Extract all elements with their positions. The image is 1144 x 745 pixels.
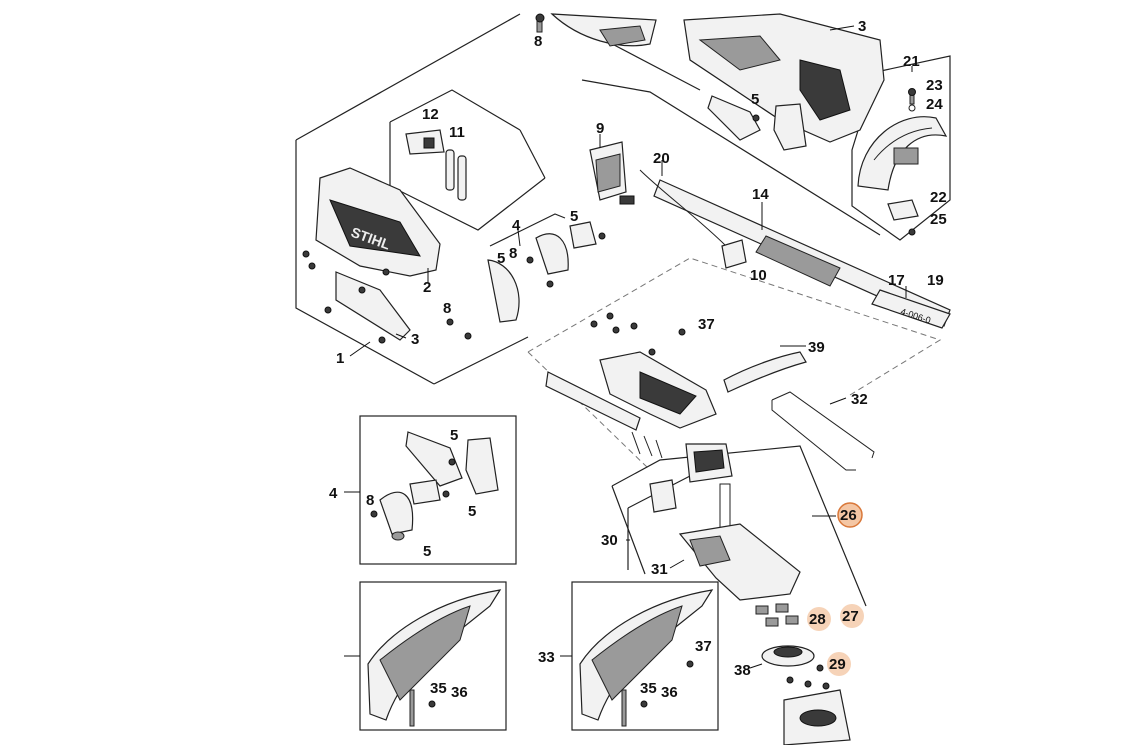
- screw-set-left: [302, 250, 534, 344]
- screws-part-29: [786, 664, 830, 690]
- clip-part-5a: [707, 95, 807, 151]
- callout-31: 31: [651, 561, 668, 578]
- bow-handle-part-39: [723, 351, 807, 393]
- callout-22: 22: [930, 189, 947, 206]
- spring-part-11: [445, 149, 467, 201]
- callout-39: 39: [808, 339, 825, 356]
- guard-part-33: [579, 589, 714, 727]
- callout-23: 23: [926, 77, 943, 94]
- callout-24: 24: [926, 96, 943, 113]
- callout-4a: 4: [512, 217, 521, 234]
- callout-30: 30: [601, 532, 618, 549]
- callout-8d: 8: [366, 492, 374, 509]
- connector-part-10: [721, 239, 747, 269]
- callout-10: 10: [750, 267, 767, 284]
- top-cover-part: [550, 13, 657, 47]
- callout-5d: 5: [450, 427, 458, 444]
- highlight-marker-28: [807, 607, 831, 631]
- gearhead-assembly-26: [649, 443, 801, 601]
- callout-5a: 5: [751, 91, 759, 108]
- callout-37a: 37: [698, 316, 715, 333]
- motor-housing-part-2: STIHL: [315, 167, 441, 277]
- clamp-part-22: [887, 199, 919, 221]
- callout-1: 1: [336, 350, 344, 367]
- callout-21: 21: [903, 53, 920, 70]
- frame-items-21-25: [851, 55, 951, 241]
- callout-5c: 5: [497, 250, 505, 267]
- callout-36b: 36: [661, 684, 678, 701]
- callout-12: 12: [422, 106, 439, 123]
- callout-17: 17: [888, 272, 905, 289]
- frame-item-4-detail: [359, 415, 517, 565]
- highlight-marker-27: [840, 604, 864, 628]
- callout-35b: 35: [640, 680, 657, 697]
- callout-8b: 8: [509, 245, 517, 262]
- highlight-marker-26: [837, 502, 863, 528]
- cover-part-3b: [335, 271, 411, 341]
- callout-5b: 5: [570, 208, 578, 225]
- guard-part-left: [367, 589, 502, 727]
- callout-36a: 36: [451, 684, 468, 701]
- callout-29: 29: [829, 656, 846, 673]
- washer-icon-24: [908, 104, 916, 112]
- screw-icon-23: [908, 88, 916, 105]
- callout-25: 25: [930, 211, 947, 228]
- callout-4b: 4: [329, 485, 338, 502]
- nut-icon-25: [908, 228, 916, 236]
- callout-8c: 8: [443, 300, 451, 317]
- callout-14: 14: [752, 186, 769, 203]
- callout-28: 28: [809, 611, 826, 628]
- callout-33: 33: [538, 649, 555, 666]
- callout-8a: 8: [534, 33, 542, 50]
- callout-9: 9: [596, 120, 604, 137]
- callout-11: 11: [449, 124, 465, 141]
- item-4-exploded-parts: [370, 431, 499, 541]
- callout-5f: 5: [423, 543, 431, 560]
- clip-parts-4-5: [487, 221, 606, 323]
- callout-35a: 35: [430, 680, 447, 697]
- spacer-parts-28: [755, 603, 799, 627]
- wire-guard-part-32: [771, 391, 875, 471]
- flange-part-38: [761, 645, 815, 667]
- callout-38: 38: [734, 662, 751, 679]
- callout-37b: 37: [695, 638, 712, 655]
- dashed-shaft-outline: [527, 257, 942, 471]
- deflector-part-21: [857, 116, 948, 191]
- electronics-module-9: [589, 141, 635, 205]
- screw-set-37: [590, 312, 686, 356]
- trimmer-head-part: [783, 689, 851, 745]
- callout-20: 20: [653, 150, 670, 167]
- shaft-part-14: [639, 169, 951, 327]
- switch-part-12: [405, 129, 445, 155]
- callout-3b: 3: [411, 331, 419, 348]
- callout-labels: 8 3 21 23 24 5 12 11 9 20 14 22 25 4 5 5…: [329, 18, 947, 701]
- bracket-item-4: [489, 213, 566, 247]
- housing-half-part-3: [683, 13, 885, 143]
- callout-2: 2: [423, 279, 431, 296]
- callout-5e: 5: [468, 503, 476, 520]
- screw-icon-8a: [535, 13, 545, 33]
- sub-frame-handle-parts: [389, 89, 546, 231]
- leader-lines: [344, 25, 913, 669]
- label-plate-17: 4-006-0: [871, 289, 951, 329]
- callout-3a: 3: [858, 18, 866, 35]
- highlight-marker-29: [827, 652, 851, 676]
- handle-assembly-part: [545, 351, 717, 459]
- callout-26: 26: [840, 507, 857, 524]
- callout-32: 32: [851, 391, 868, 408]
- callout-27: 27: [842, 608, 859, 625]
- callout-19: 19: [927, 272, 944, 289]
